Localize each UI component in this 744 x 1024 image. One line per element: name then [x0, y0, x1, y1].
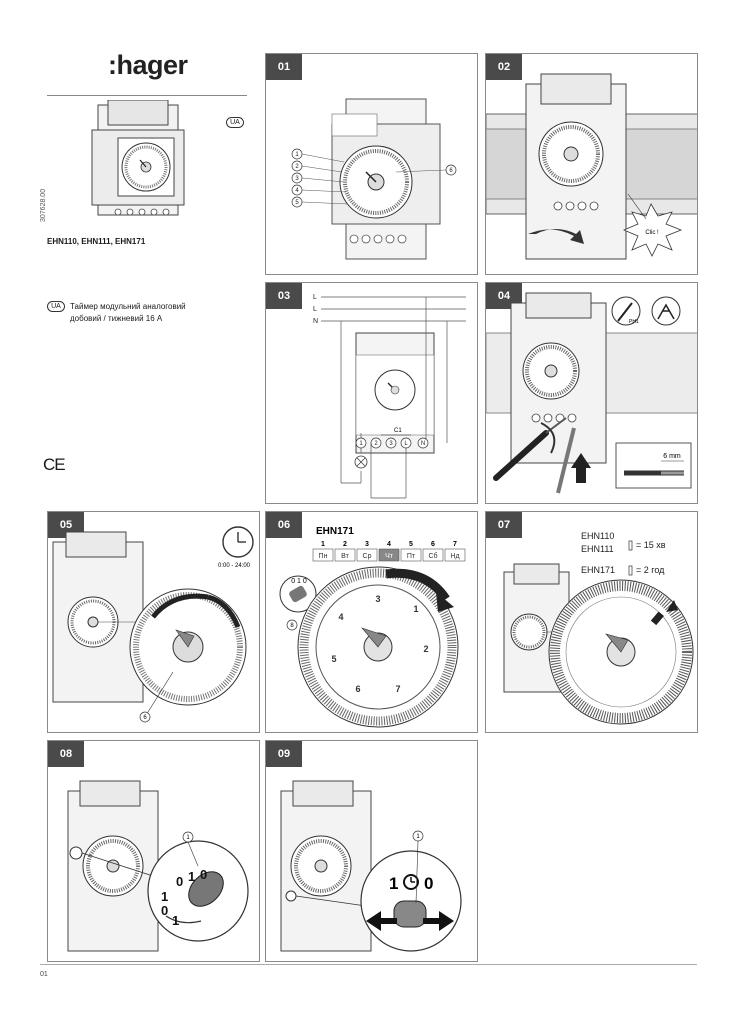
terminal-l: L: [404, 441, 408, 447]
dial-number-2: 2: [423, 644, 428, 654]
description-line-2: добовий / тижневий 16 А: [70, 314, 163, 323]
segment-model-c: EHN171: [581, 565, 615, 575]
brand-logo: :hager: [108, 50, 188, 80]
step-09-panel: 09 1 0 1: [265, 740, 478, 962]
step-03-panel: 03 L L N C1: [265, 282, 478, 504]
day-sat: Сб: [428, 552, 437, 560]
step-05-time-setting-illustration: 0:00 - 24:00 6: [52, 526, 254, 723]
step-07-panel: 07 EHN110 EHN111 EHN171 = 15 хв = 2 год: [485, 511, 698, 733]
segment-model-b: EHN111: [581, 544, 614, 554]
dial-number-1: 1: [413, 604, 418, 614]
segment-value-a: = 15 хв: [636, 540, 666, 550]
day-fri: Пт: [407, 553, 416, 560]
step-08-label: 08: [48, 741, 84, 767]
ua-language-badge: UA: [226, 117, 244, 128]
dial-number-5: 5: [331, 654, 336, 664]
time-range-label: 0:00 - 24:00: [218, 563, 251, 569]
logo-divider: [47, 95, 247, 96]
step-04-screwdriver-illustration: PH1 6 mm: [486, 292, 697, 494]
segment-value-c: = 2 год: [636, 565, 665, 575]
callout-6: 6: [449, 168, 453, 174]
switch-mark-4: 1: [161, 889, 168, 904]
day-number-2: 2: [343, 541, 347, 548]
clic-label: Clic !: [645, 230, 659, 236]
step-02-din-rail-illustration: Clic !: [486, 73, 697, 260]
line-l1: L: [313, 294, 317, 301]
mode-mark-right: 0: [424, 874, 433, 893]
weekday-model-label: EHN171: [316, 526, 354, 537]
switch-mark-3: 0: [200, 867, 207, 882]
step-03-wiring-diagram: L L N C1 1 2 3: [313, 294, 466, 499]
page-number: 01: [40, 971, 48, 978]
day-tue: Вт: [341, 553, 349, 560]
ce-mark: CE: [43, 455, 66, 474]
switch-marks: 0 1 0: [291, 578, 307, 585]
callout-8: 8: [290, 623, 294, 629]
description-line-1: Таймер модульний аналоговий: [70, 302, 186, 311]
step-06-label: 06: [266, 512, 302, 538]
switch-mark-6: 1: [172, 913, 179, 928]
switch-mark-1: 0: [176, 874, 183, 889]
callout-3: 3: [295, 176, 299, 182]
step-05-panel: 05 0:00 - 24:00 6: [47, 511, 260, 733]
footer-divider: [40, 964, 697, 965]
day-number-3: 3: [365, 541, 369, 548]
strip-length-label: 6 mm: [663, 453, 681, 460]
day-sun: Нд: [450, 553, 459, 560]
step-06-panel: 06 EHN171 1 2 3 4 5 6 7 Пн Вт Ср Чт Пт С…: [265, 511, 478, 733]
callout-2: 2: [295, 164, 299, 170]
dial-number-6: 6: [355, 684, 360, 694]
day-number-5: 5: [409, 541, 413, 548]
step-01-panel: 01 1 2 3 4 5 6: [265, 53, 478, 275]
step-08-manual-switch-illustration: 0 1 0 1 0 1 1: [67, 780, 249, 952]
day-mon: Пн: [319, 553, 328, 560]
step-08-panel: 08 0 1 0 1 0 1 1: [47, 740, 260, 962]
callout-5: 5: [295, 200, 299, 206]
dial-number-3: 3: [375, 594, 380, 604]
switch-mark-5: 0: [161, 903, 168, 918]
terminal-1: 1: [359, 441, 363, 447]
terminal-n: N: [421, 441, 425, 447]
document-code: 307628.00: [40, 188, 47, 222]
cover-device-illustration: [91, 100, 185, 216]
callout-1: 1: [186, 835, 190, 841]
callout-4: 4: [295, 188, 299, 194]
step-09-mode-switch-illustration: 1 0 1: [280, 780, 462, 952]
day-number-7: 7: [453, 541, 457, 548]
model-list: EHN110, EHN111, EHN171: [47, 237, 146, 246]
step-07-label: 07: [486, 512, 522, 538]
day-thu: Чт: [385, 553, 394, 560]
switch-mark-2: 1: [188, 869, 195, 884]
day-wed: Ср: [363, 553, 372, 560]
step-02-panel: 02 Clic !: [485, 53, 698, 275]
mode-mark-left: 1: [389, 874, 398, 893]
step-04-panel: 04 PH1 6 mm: [485, 282, 698, 504]
phillips-label: PH1: [629, 319, 639, 325]
ua-language-badge-desc: UA: [47, 301, 65, 312]
contact-c1: C1: [394, 428, 402, 434]
step-07-segment-illustration: EHN110 EHN111 EHN171 = 15 хв = 2 год: [503, 531, 694, 725]
line-n: N: [313, 318, 318, 325]
dial-number-7: 7: [395, 684, 400, 694]
day-number-4: 4: [387, 541, 391, 548]
step-09-label: 09: [266, 741, 302, 767]
terminal-2: 2: [374, 441, 378, 447]
step-02-label: 02: [486, 54, 522, 80]
callout-1: 1: [295, 152, 299, 158]
day-number-1: 1: [321, 541, 325, 548]
dial-number-4: 4: [338, 612, 343, 622]
product-description: Таймер модульний аналоговий добовий / ти…: [70, 301, 245, 325]
terminal-3: 3: [389, 441, 393, 447]
step-01-device-illustration: 1 2 3 4 5 6: [291, 98, 457, 260]
step-03-label: 03: [266, 283, 302, 309]
step-06-weekday-dial-illustration: EHN171 1 2 3 4 5 6 7 Пн Вт Ср Чт Пт Сб Н…: [279, 526, 466, 728]
day-number-6: 6: [431, 541, 435, 548]
line-l2: L: [313, 306, 317, 313]
step-01-label: 01: [266, 54, 302, 80]
callout-6: 6: [143, 715, 147, 721]
callout-1: 1: [416, 834, 420, 840]
segment-model-a: EHN110: [581, 531, 614, 541]
